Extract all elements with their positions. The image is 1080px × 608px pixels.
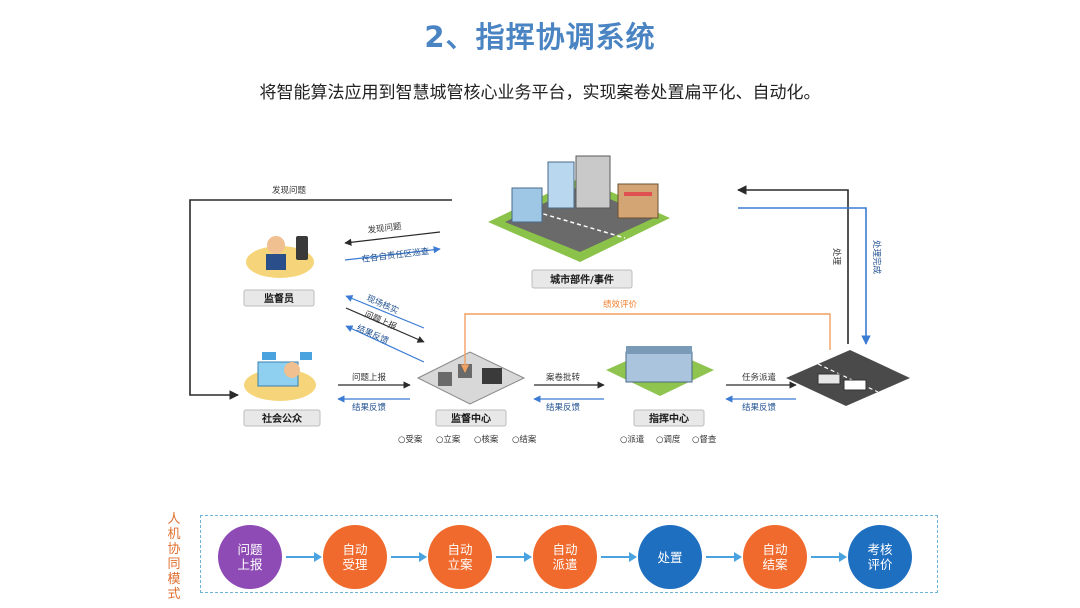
node-supervisor: 监督员 <box>264 292 294 305</box>
mode-step-evaluation: 考核 评价 <box>848 525 912 589</box>
edge-label-found-problem-top: 发现问题 <box>272 185 307 196</box>
mode-arrow <box>601 552 637 562</box>
node-public-box <box>243 409 321 427</box>
node-city-box <box>531 269 633 289</box>
supervision-step-2: ○核案 <box>474 434 499 445</box>
edge-label-handle: 处理 <box>831 248 842 266</box>
edge-found-problem-loop <box>189 199 452 400</box>
edge-label-result-feedback-3: 结果反馈 <box>546 402 581 413</box>
supervision-center-illustration <box>416 351 526 405</box>
supervisor-illustration <box>246 236 314 278</box>
supervision-step-3: ○结案 <box>512 434 537 445</box>
city-illustration <box>488 155 670 262</box>
command-step-0: ○派遣 <box>620 434 645 445</box>
edge-label-handle-done: 处理完成 <box>871 240 882 275</box>
node-supervision-center-box <box>435 409 507 427</box>
mode-step-auto-close: 自动 结案 <box>743 525 807 589</box>
node-city: 城市部件/事件 <box>550 273 614 286</box>
node-supervision-center: 监督中心 <box>451 412 491 425</box>
edge-label-task-dispatch: 任务派遣 <box>742 372 777 383</box>
mode-arrow <box>811 552 847 562</box>
edge-label-in-charge-area: 在各自责任区巡查 <box>361 246 430 265</box>
supervision-step-0: ○受案 <box>398 434 423 445</box>
edge-label-found-problem: 发现问题 <box>367 221 403 236</box>
mode-arrow <box>706 552 742 562</box>
command-center-illustration <box>606 346 714 396</box>
mode-step-problem-report: 问题 上报 <box>218 525 282 589</box>
mode-arrow <box>286 552 322 562</box>
edge-label-problem-report-2: 问题上报 <box>352 372 387 383</box>
edge-label-result-feedback-2: 结果反馈 <box>352 402 387 413</box>
supervision-step-1: ○立案 <box>436 434 461 445</box>
public-illustration <box>244 352 316 401</box>
mode-arrow <box>391 552 427 562</box>
mode-box <box>200 515 938 593</box>
mode-step-handle: 处置 <box>638 525 702 589</box>
command-step-2: ○督查 <box>692 434 717 445</box>
edge-label-result-feedback-4: 结果反馈 <box>742 402 777 413</box>
edge-label-case-transfer: 案卷批转 <box>546 372 581 383</box>
mode-arrow <box>496 552 532 562</box>
road-illustration <box>786 350 910 406</box>
command-step-1: ○调度 <box>656 434 681 445</box>
mode-step-auto-accept: 自动 受理 <box>323 525 387 589</box>
mode-label: 人机协同模式 <box>167 512 181 602</box>
edge-label-performance-eval: 绩效评价 <box>603 299 638 310</box>
node-command-center: 指挥中心 <box>649 412 689 425</box>
node-public: 社会公众 <box>261 412 303 425</box>
node-command-center-box <box>633 409 705 427</box>
mode-step-auto-file: 自动 立案 <box>428 525 492 589</box>
node-supervisor-box <box>243 289 315 307</box>
page-subtitle: 将智能算法应用到智慧城管核心业务平台，实现案卷处置扁平化、自动化。 <box>259 83 821 103</box>
page-title: 2、指挥协调系统 <box>424 20 656 54</box>
mode-step-auto-dispatch: 自动 派遣 <box>533 525 597 589</box>
